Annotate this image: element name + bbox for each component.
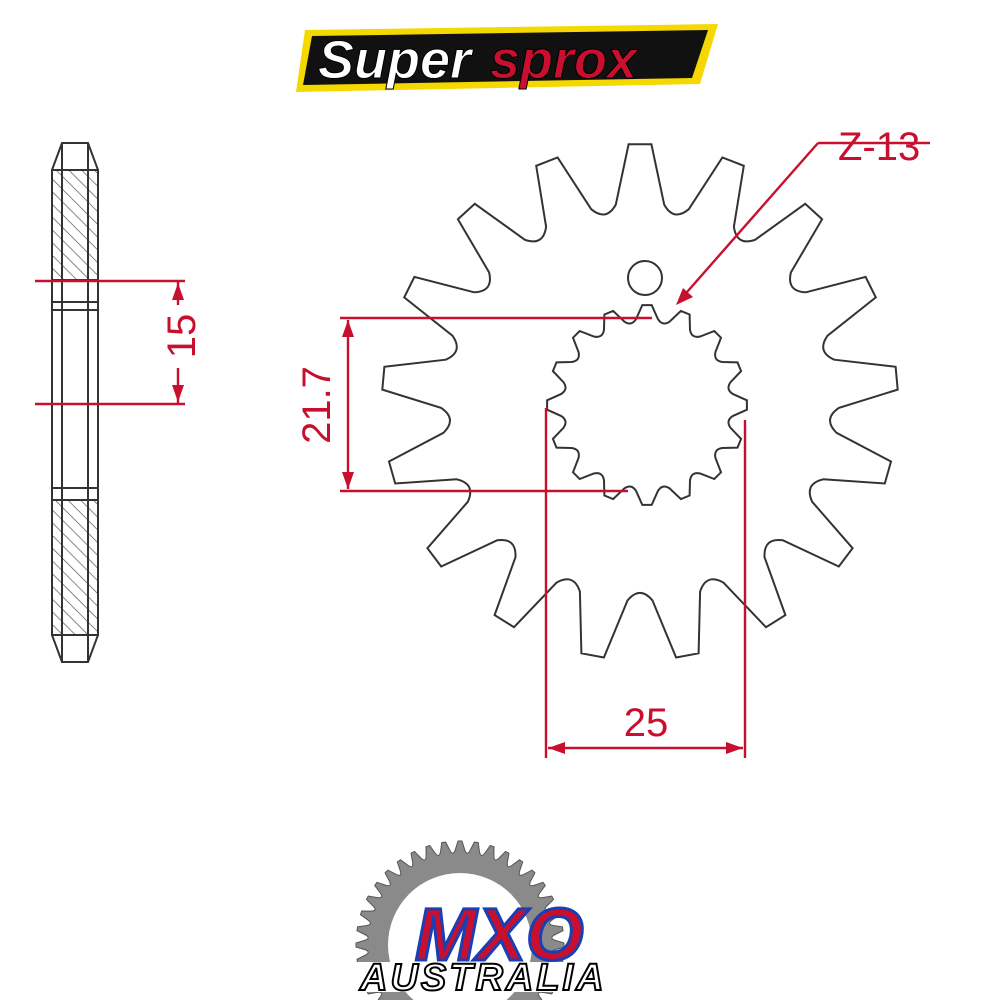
side-view-hub-bottom bbox=[51, 487, 99, 501]
supersprox-logo-super: Super bbox=[318, 30, 474, 90]
side-view-lower-hatch bbox=[51, 499, 99, 636]
side-view-hub-top bbox=[51, 279, 99, 303]
mxo-australia-logo: MXO AUSTRALIA bbox=[355, 840, 640, 1000]
retaining-hole bbox=[627, 260, 663, 296]
bore-dimension bbox=[340, 316, 652, 493]
side-view bbox=[51, 142, 99, 663]
spline-label: 25 bbox=[624, 701, 669, 745]
thickness-dimension bbox=[35, 279, 185, 406]
teeth-count-label: Z-13 bbox=[838, 125, 920, 169]
bore-label: 21.7 bbox=[295, 366, 339, 444]
supersprox-logo-sprox: sprox bbox=[490, 30, 639, 90]
teeth-leader bbox=[676, 141, 930, 305]
mxo-logo-subtext: AUSTRALIA bbox=[359, 957, 607, 999]
thickness-label: 15 bbox=[160, 314, 204, 359]
spline-dimension bbox=[544, 408, 747, 758]
side-view-upper-hatch bbox=[51, 169, 99, 281]
supersprox-logo: Super sprox bbox=[296, 24, 718, 92]
sprocket-inner-spline bbox=[546, 304, 748, 506]
